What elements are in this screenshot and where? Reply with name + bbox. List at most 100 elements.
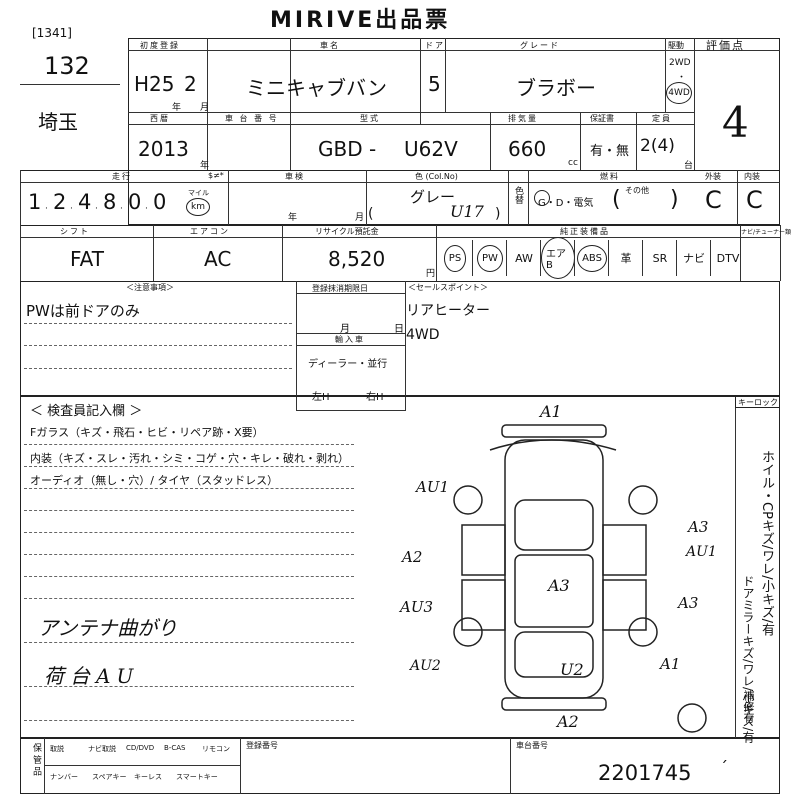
era-year: H25 — [134, 72, 175, 96]
right-front-door — [602, 524, 647, 576]
inspector-label: ＜ 検査員記入欄 ＞ — [30, 404, 143, 419]
equipment-item: PW — [472, 240, 507, 276]
wheel-front-left — [453, 485, 483, 515]
interior-grade: C — [746, 186, 763, 214]
mileage-separator: · — [95, 204, 98, 214]
equipment-label: PW — [477, 244, 503, 272]
drive-2wd: 2WD — [669, 58, 691, 68]
recycle-value: 8,520 — [328, 247, 386, 271]
dealer-left: 左H — [312, 392, 330, 403]
equipment-item: AW — [506, 240, 541, 276]
fuel-g-circle — [534, 190, 550, 206]
shift-value: FAT — [70, 247, 105, 271]
vehicle-table — [128, 38, 780, 225]
model-prefix: GBD - — [318, 137, 377, 161]
roof — [514, 554, 594, 628]
left-front-door — [461, 524, 506, 576]
wheel-front-right — [628, 485, 658, 515]
equipment-label: ABS — [577, 244, 607, 272]
recycle-unit: 円 — [426, 269, 436, 279]
drive-4wd-circle: 4WD — [666, 82, 692, 104]
color-name: グレー — [410, 188, 456, 206]
score-value: 4 — [722, 98, 749, 147]
mileage-separator: · — [120, 204, 123, 214]
color-code: U17 — [450, 202, 484, 221]
equipment-label: SR — [652, 251, 668, 265]
lot-number: 132 — [44, 52, 90, 80]
equipment-item: ABS — [574, 240, 609, 276]
equipment-item: 革 — [608, 240, 643, 276]
damage-au2-left: AU2 — [410, 658, 441, 674]
damage-a2-left: A2 — [402, 548, 423, 566]
inspector-line-1: Fガラス（キズ・飛石・ヒビ・リペア跡・X要） — [30, 426, 264, 439]
displacement-label: 排気量 — [508, 114, 538, 123]
equipment-label: ナビ — [683, 252, 705, 265]
western-year-suffix: 年 — [200, 161, 210, 171]
mileage-digit: 2 — [53, 190, 67, 214]
mileage-separator: · — [70, 204, 73, 214]
equipment-label: AW — [515, 251, 533, 265]
inspection-label: 車検 — [285, 172, 305, 181]
mileage-label: 走行 — [112, 172, 132, 181]
storage-item: ナンバー — [50, 773, 78, 781]
aircon-value: AC — [204, 247, 232, 271]
page-title: MIRIVE出品票 — [270, 8, 451, 33]
drive-4wd: 4WD — [668, 88, 690, 98]
mileage-separator: · — [45, 204, 48, 214]
storage-item: スマートキー — [176, 773, 218, 781]
vehicle-damage-diagram — [453, 424, 707, 733]
fuel-other-label: その他 — [625, 186, 649, 195]
handwritten-note-1: アンテナ曲がり — [38, 616, 178, 640]
spare-tire — [677, 703, 707, 733]
wheel-rear-left — [453, 617, 483, 647]
mileage-separator: · — [145, 204, 148, 214]
chassis-reg-label: 登録番号 — [246, 741, 278, 750]
equipment-label: PS — [443, 244, 467, 272]
side-note-3: 補修有 — [742, 690, 755, 723]
exterior-grade: C — [705, 186, 722, 214]
dealer-label: ディーラー・並行 — [308, 359, 388, 370]
wheel-rear-right — [628, 617, 658, 647]
storage-item: リモコン — [202, 745, 230, 753]
capacity-label: 定員 — [652, 114, 672, 123]
storage-item: スペアキー — [92, 773, 127, 781]
mileage-digit: 4 — [78, 190, 92, 214]
warranty-value: 有・無 — [590, 144, 630, 159]
damage-a1-front: A1 — [540, 402, 562, 421]
frame-number: 2201745 — [598, 761, 692, 785]
sales-point-label: ＜セールスポイント＞ — [408, 283, 488, 292]
year-suffix: 年 — [172, 103, 182, 113]
month-suffix: 月 — [200, 103, 210, 113]
sales-point-1: リアヒーター — [406, 303, 490, 319]
reg-expiry-day: 日 — [394, 324, 404, 335]
equipment-item: SR — [642, 240, 677, 276]
side-note-1: ホイル・CPキズ/ワレ/小キズ/有 — [759, 450, 774, 637]
color-swap-label: 色替 — [513, 186, 523, 204]
rear-glass — [514, 631, 594, 678]
car-name-label: 車名 — [320, 41, 340, 50]
meter-label: $≠* — [208, 171, 224, 180]
western-year: 2013 — [138, 137, 189, 161]
storage-item: ナビ取説 — [88, 745, 116, 753]
equipment-item: エアB — [540, 237, 575, 279]
front-bumper — [501, 424, 607, 438]
equipment-label: 革 — [620, 252, 632, 265]
handwritten-note-2: 荷台AU — [44, 664, 140, 688]
car-name: ミニキャブバン — [246, 76, 387, 100]
navi-type-label: ナビ/チューナー類 — [741, 229, 792, 236]
mileage-digit: 0 — [128, 190, 142, 214]
dealer-right: 右H — [366, 392, 384, 403]
damage-a3-right-rear: A3 — [678, 594, 699, 612]
inspection-year-suffix: 年 — [288, 213, 298, 223]
recycle-label: リサイクル預託金 — [315, 227, 379, 236]
damage-au1-left: AU1 — [416, 478, 450, 496]
mileage-unit-circle: km — [186, 198, 210, 216]
aircon-label: エアコン — [190, 227, 230, 236]
cc-unit: cc — [568, 158, 578, 168]
first-reg-label: 初度登録 — [140, 41, 180, 50]
damage-a1-right: A1 — [660, 655, 681, 673]
damage-au3-left: AU3 — [400, 598, 434, 616]
equipment-label: 純正装備品 — [560, 227, 610, 236]
vehicle-id-label: 車 台 番 号 — [225, 114, 279, 123]
chassis-no-label: 車台番号 — [516, 741, 548, 750]
